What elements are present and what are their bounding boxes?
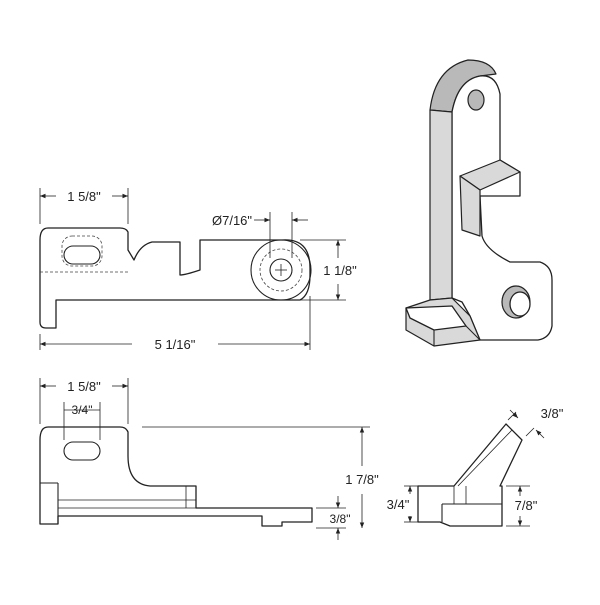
dim-foot-thickness: 3/8": [330, 512, 351, 526]
front-view: 1 5/8" 3/4" 1 7/8" 3/8": [39, 378, 379, 540]
iso-top-hole: [467, 89, 485, 111]
front-slot: [63, 441, 101, 461]
dim-disk-height: 1 1/8": [323, 263, 357, 278]
dim-slot-width: 3/4": [72, 403, 93, 417]
dim-side-top: 3/8": [541, 406, 564, 421]
dim-top-width: 1 5/8": [67, 189, 101, 204]
side-view: 3/8" 3/4" 7/8": [387, 406, 564, 527]
dim-overall-length: 5 1/16": [155, 337, 196, 352]
top-view-outline: [39, 227, 311, 329]
slot-outline: [63, 245, 101, 265]
boss-circle: [250, 239, 312, 301]
dim-front-width: 1 5/8": [67, 379, 101, 394]
dim-side-left: 3/4": [387, 497, 410, 512]
dim-hole-diameter: Ø7/16": [212, 213, 252, 228]
front-view-outline: [39, 426, 313, 527]
side-view-outline: [417, 423, 523, 527]
dim-overall-height: 1 7/8": [345, 472, 379, 487]
hidden-slot: [61, 235, 103, 267]
dim-side-right: 7/8": [515, 498, 538, 513]
top-view: 1 5/8" Ø7/16" 1 1/8" 5 1/16": [39, 188, 357, 352]
iso-upright-face: [451, 75, 553, 341]
isometric-view: [405, 59, 553, 347]
hole-circle: [269, 258, 293, 282]
hole-hidden-circle: [259, 248, 303, 292]
